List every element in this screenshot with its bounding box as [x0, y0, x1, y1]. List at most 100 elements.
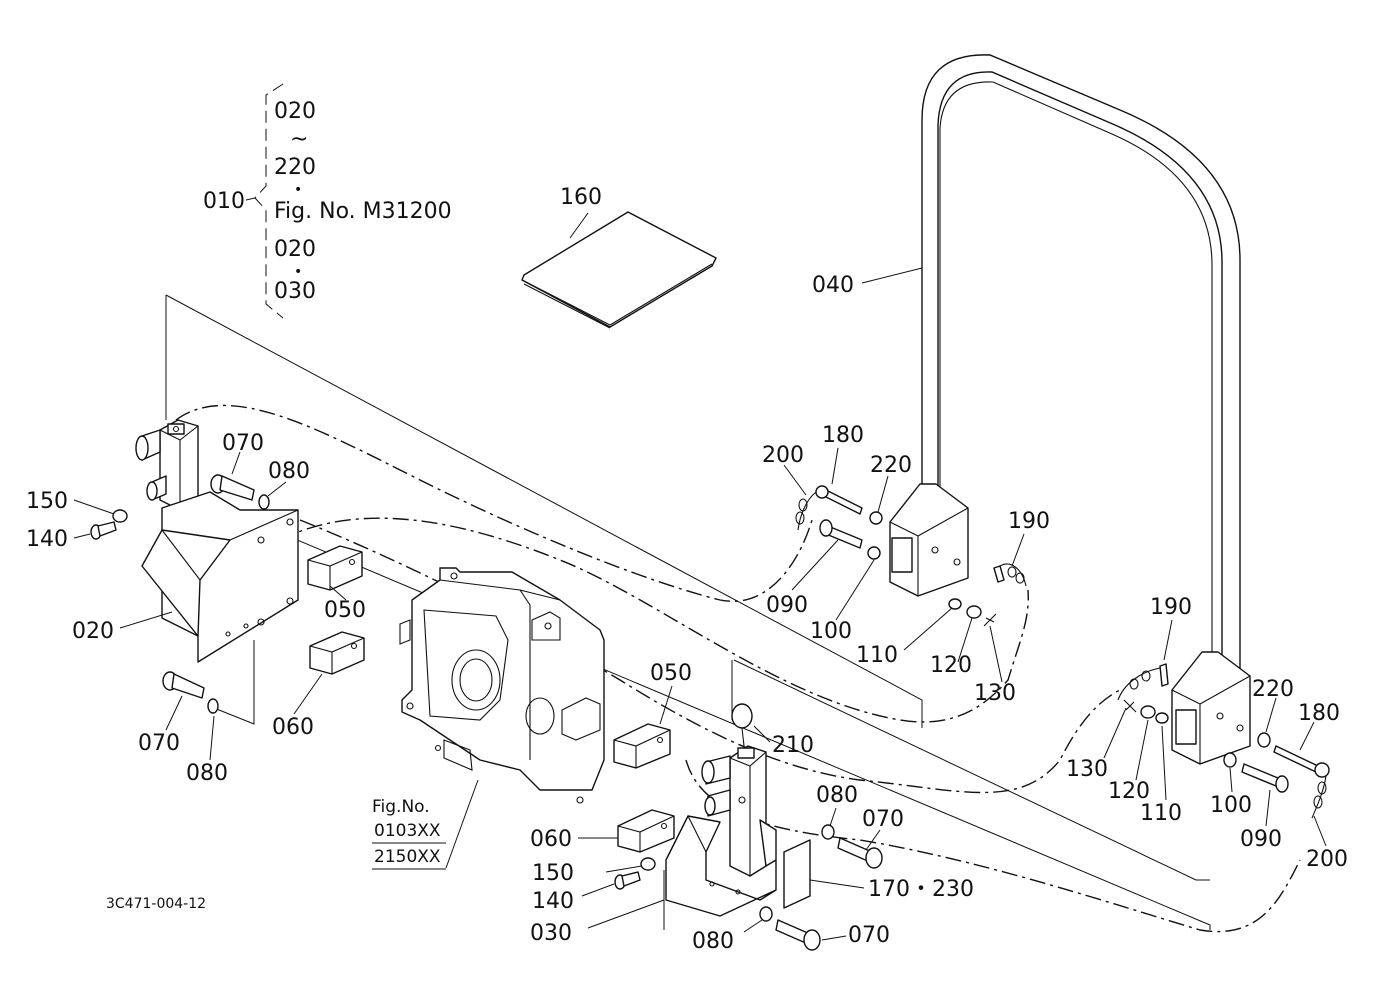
callout-110-right: 110: [1140, 801, 1182, 826]
lynch-pin-190-right: [1117, 663, 1169, 701]
washer-080-right: [821, 824, 835, 840]
manual-booklet-160: [521, 211, 717, 329]
leader-120-right: [1135, 719, 1149, 781]
leader-070-bottom: [821, 935, 847, 941]
kit-line-5: Fig. No. M31200: [274, 199, 452, 224]
leader-170-230: [809, 879, 865, 889]
leader-090-left: [791, 539, 839, 591]
callout-130-right: 130: [1066, 757, 1108, 782]
bolt-090-left: [819, 519, 881, 560]
bolt-070-right: [837, 837, 883, 869]
leader-090-right: [1265, 789, 1271, 827]
engine-housing: [399, 567, 605, 804]
leader-100-right: [1229, 767, 1233, 793]
drawing-number: 3C471-004-12: [106, 896, 206, 912]
callout-020: 020: [72, 619, 114, 644]
leader-080-mid: [209, 715, 215, 761]
spacer-block-050-right: [613, 723, 671, 769]
callout-070-mid: 070: [138, 731, 180, 756]
leader-190-left: [1011, 533, 1025, 567]
kit-line-4: •: [294, 182, 302, 198]
guard-mount-left: [889, 483, 969, 597]
leader-180-left: [831, 447, 839, 485]
callout-080-right: 080: [816, 783, 858, 808]
callout-100-left: 100: [810, 619, 852, 644]
leader-130-left: [989, 625, 1003, 683]
bolt-070-mid: [162, 671, 219, 714]
fig-ref-line-1: Fig.No.: [372, 797, 430, 817]
callout-160: 160: [560, 185, 602, 210]
bolt-140-bottom: [614, 871, 641, 890]
callout-070-right: 070: [862, 807, 904, 832]
bolt-090-right: [1223, 752, 1289, 793]
leader-050-right: [659, 685, 673, 725]
leader-150-bottom: [605, 865, 643, 873]
kit-line-8: 030: [274, 279, 316, 304]
callout-190-left: 190: [1008, 509, 1050, 534]
leader-210: [753, 725, 771, 743]
callout-180-left: 180: [822, 423, 864, 448]
callout-060-right: 060: [530, 827, 572, 852]
leader-100-left: [835, 559, 875, 621]
kit-line-6: 020: [274, 237, 316, 262]
kit-line-1: 020: [274, 99, 316, 124]
leader-200-left: [783, 464, 807, 496]
leader-200-right: [1313, 815, 1327, 847]
callout-080-mid: 080: [186, 761, 228, 786]
callout-080-bottom: 080: [692, 929, 734, 954]
callout-090-right: 090: [1240, 827, 1282, 852]
callout-200-left: 200: [762, 443, 804, 468]
callout-070-bottom: 070: [848, 923, 890, 948]
bolt-070-top: [210, 474, 270, 510]
leader-070-mid: [165, 695, 183, 731]
leader-190-right: [1163, 619, 1173, 661]
leader-050-left: [329, 585, 347, 601]
callout-200-right: 200: [1306, 847, 1348, 872]
leader-080-top: [267, 481, 287, 497]
callout-100-right: 100: [1210, 793, 1252, 818]
callout-120-left: 120: [930, 653, 972, 678]
callout-090-left: 090: [766, 593, 808, 618]
lock-pin-180-left: [795, 485, 883, 531]
rollover-guard-040: [921, 54, 1241, 680]
leader-220-right: [1265, 697, 1277, 733]
leader-070-top: [231, 451, 241, 475]
callout-110-left: 110: [856, 643, 898, 668]
leader-060-left: [293, 673, 323, 715]
nut-150-bottom: [640, 857, 656, 871]
leader-130-right: [1103, 707, 1127, 759]
spacer-block-060-left: [309, 631, 365, 675]
callout-070-top: 070: [222, 431, 264, 456]
callout-050-right: 050: [650, 661, 692, 686]
callout-030: 030: [530, 921, 572, 946]
callout-150-top: 150: [26, 489, 68, 514]
decal-170-230: [783, 839, 811, 909]
kit-line-2: ~: [290, 127, 308, 152]
kit-line-7: •: [294, 264, 302, 280]
callout-220-right: 220: [1252, 677, 1294, 702]
spacer-block-060-right: [617, 809, 675, 853]
leader-040: [861, 267, 923, 284]
leader-080-bottom: [743, 919, 763, 933]
leader-120-left: [957, 617, 973, 663]
callout-140-top: 140: [26, 527, 68, 552]
callout-140-bottom: 140: [532, 889, 574, 914]
leader-140-top: [73, 533, 91, 539]
leader-160: [569, 212, 589, 239]
leader-110-left: [903, 607, 953, 651]
leader-030: [587, 899, 665, 929]
bolt-140-top: [90, 521, 117, 540]
washer-080-bottom: [759, 906, 773, 922]
leader-070-right: [865, 829, 881, 851]
callout-050-left: 050: [324, 598, 366, 623]
callout-080-top: 080: [268, 459, 310, 484]
leader-fig-ref: [445, 779, 479, 869]
callout-120-right: 120: [1108, 779, 1150, 804]
callout-180-right: 180: [1298, 701, 1340, 726]
callout-210: 210: [772, 733, 814, 758]
callout-040: 040: [812, 273, 854, 298]
kit-label-010: 010: [203, 189, 245, 214]
nut-set-right: [1123, 699, 1169, 724]
spacer-block-050-left: [307, 545, 363, 591]
bracket-030: [665, 745, 777, 917]
